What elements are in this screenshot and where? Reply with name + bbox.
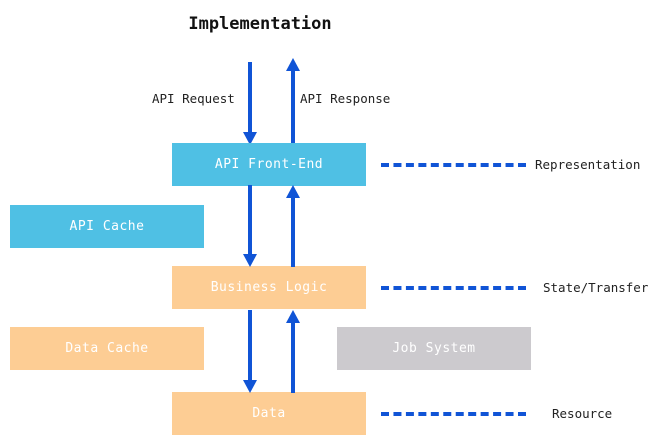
arrow-shaft	[248, 185, 252, 256]
label-resource: Resource	[552, 406, 613, 421]
box-api-cache[interactable]: API Cache	[10, 205, 204, 248]
dashed-connector-representation	[381, 163, 526, 167]
label-representation: Representation	[535, 157, 641, 172]
label-state-transfer: State/Transfer	[543, 280, 649, 295]
arrow-head-down-icon	[243, 254, 257, 267]
box-api-front-end[interactable]: API Front-End	[172, 143, 366, 186]
arrow-shaft	[248, 310, 252, 382]
arrow-head-up-icon	[286, 185, 300, 198]
box-data-cache[interactable]: Data Cache	[10, 327, 204, 370]
dashed-connector-state-transfer	[381, 286, 526, 290]
box-job-system[interactable]: Job System	[337, 327, 531, 370]
arrow-shaft	[291, 321, 295, 393]
caption-api-response: API Response	[300, 91, 391, 106]
arrow-shaft	[248, 62, 252, 134]
arrow-head-up-icon	[286, 58, 300, 71]
dashed-connector-resource	[381, 412, 526, 416]
arrow-head-down-icon	[243, 380, 257, 393]
arrow-head-down-icon	[243, 132, 257, 145]
page-title: Implementation	[188, 14, 332, 34]
arrow-shaft	[291, 196, 295, 267]
arrow-head-up-icon	[286, 310, 300, 323]
box-data[interactable]: Data	[172, 392, 366, 435]
caption-api-request: API Request	[152, 91, 235, 106]
arrow-shaft	[291, 69, 295, 146]
box-business-logic[interactable]: Business Logic	[172, 266, 366, 309]
